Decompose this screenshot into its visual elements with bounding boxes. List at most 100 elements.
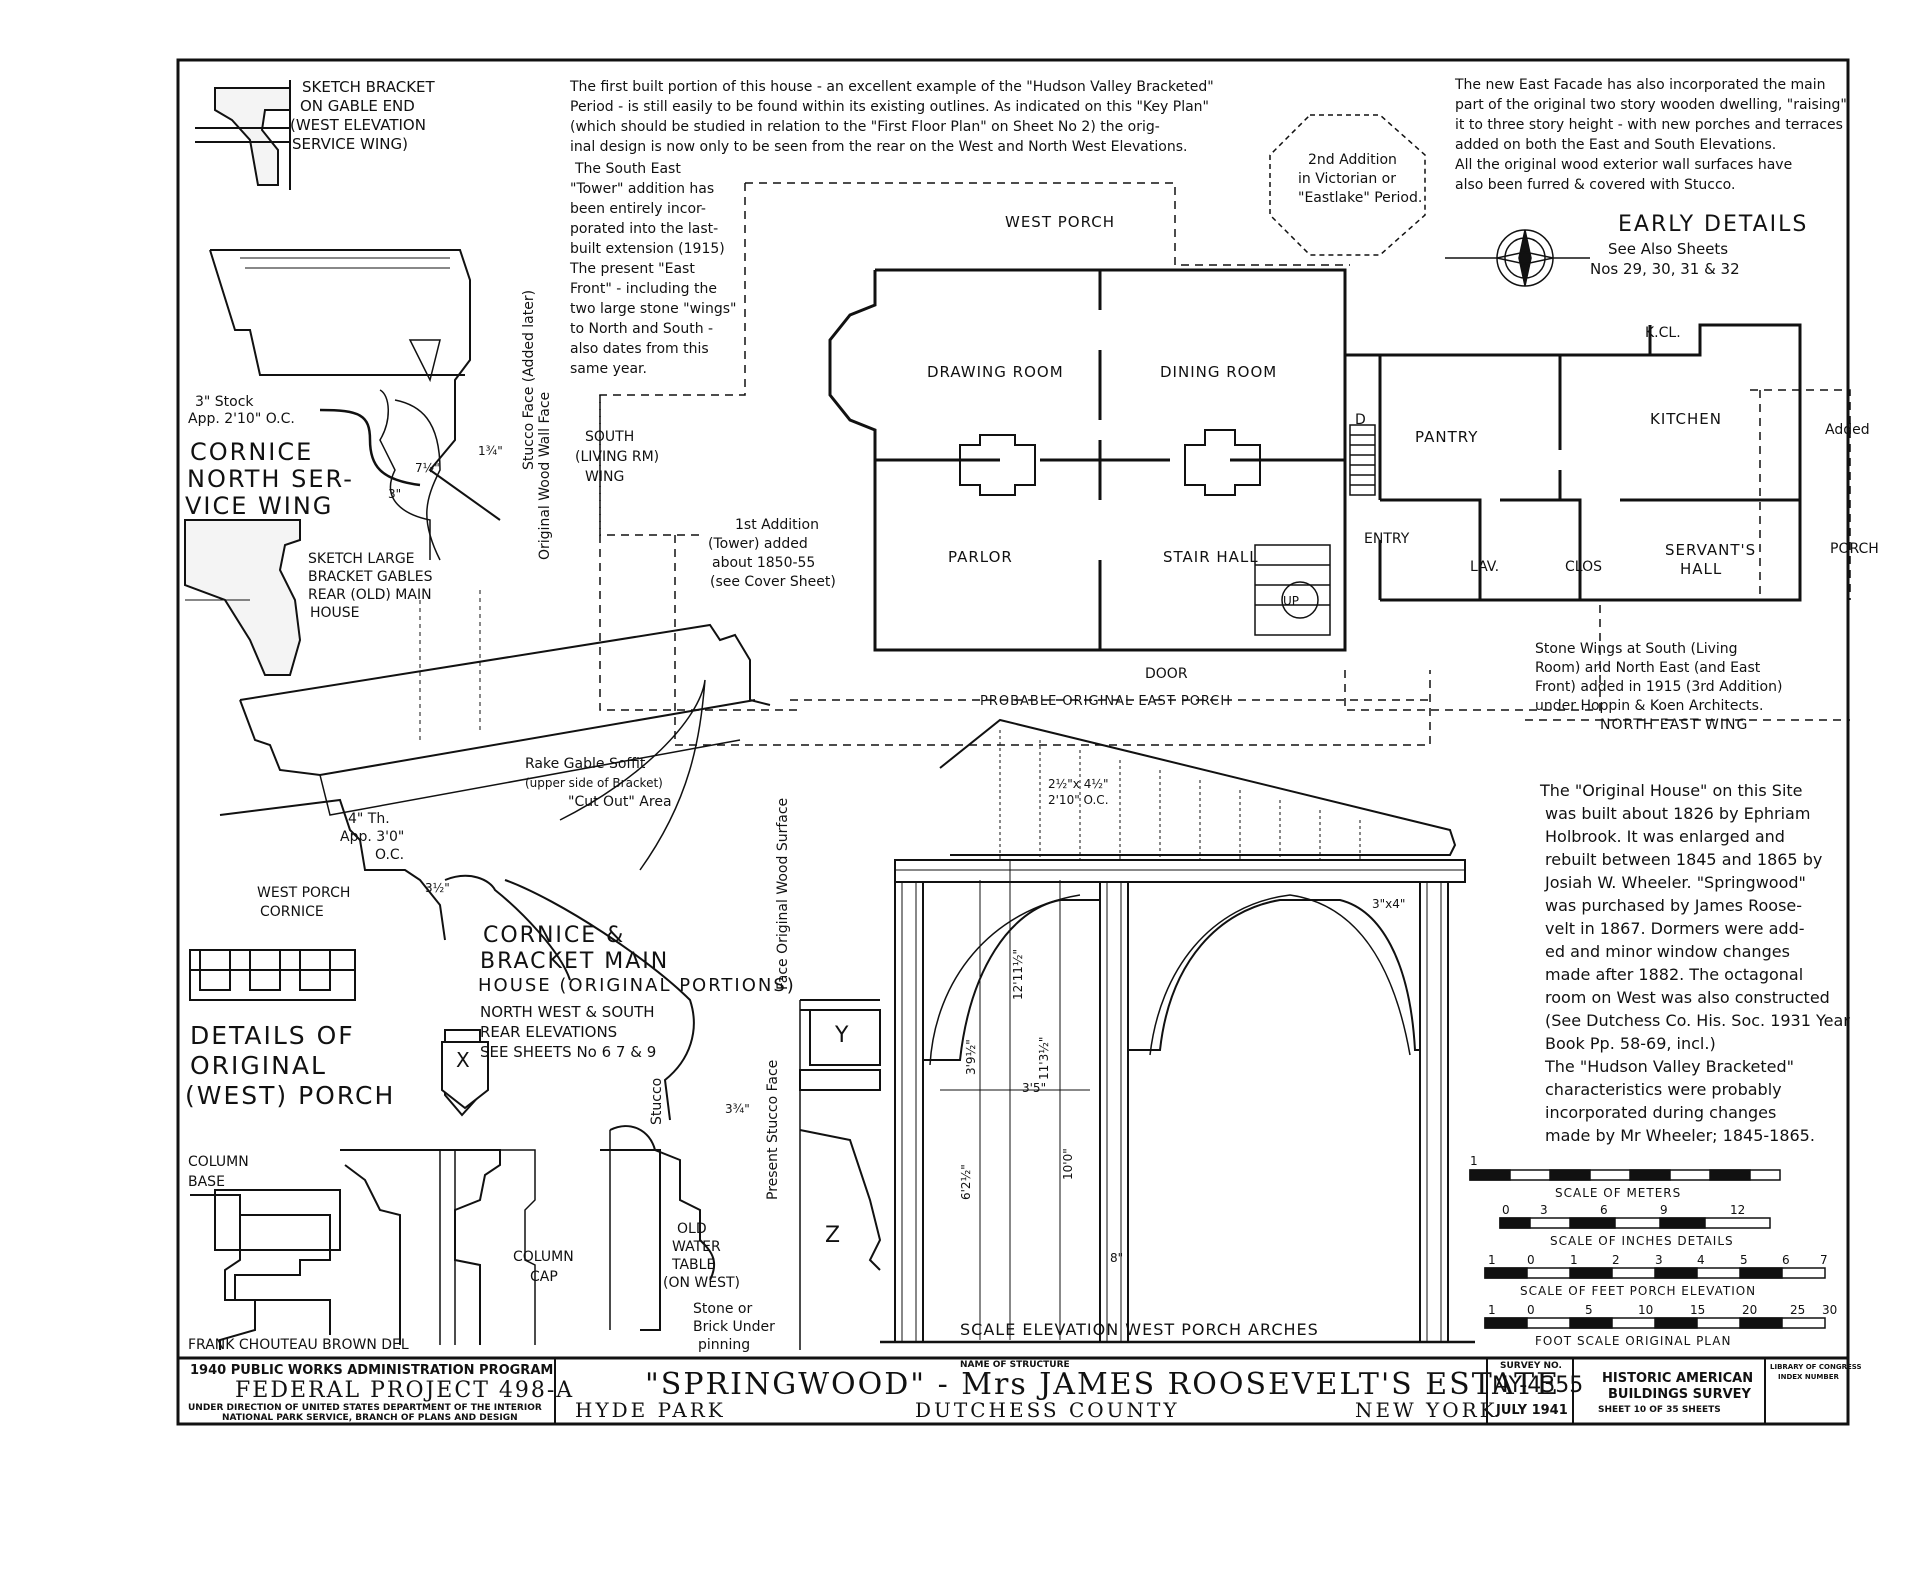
plan-drawing-room: DRAWING ROOM: [927, 363, 1064, 381]
original-house-4: rebuilt between 1845 and 1865 by: [1545, 850, 1823, 869]
details-porch-title-2: ORIGINAL: [190, 1051, 327, 1080]
original-house-10: room on West was also constructed: [1545, 988, 1830, 1007]
original-house-13: The "Hudson Valley Bracketed": [1545, 1057, 1795, 1076]
original-house-15: incorporated during changes: [1545, 1103, 1777, 1122]
original-house-16: made by Mr Wheeler; 1845-1865.: [1545, 1126, 1815, 1145]
sheet-border: [176, 58, 1850, 1426]
sketch-large-label-3: REAR (OLD) MAIN: [308, 587, 432, 603]
tb-habs-1: HISTORIC AMERICAN: [1602, 1371, 1754, 1386]
dim-1-3-4: 1¾": [478, 444, 503, 458]
elev-dim-3-5: 3'5": [1022, 1081, 1047, 1095]
stucco-vertical: Stucco: [649, 1077, 665, 1125]
stock-note-1: 3" Stock: [195, 394, 254, 410]
plan-dashed-outlines: [599, 182, 1851, 746]
east-facade-5: All the original wood exterior wall surf…: [1455, 157, 1793, 173]
rake-gable-2: (upper side of Bracket): [525, 776, 663, 790]
scale-in-t3: 3: [1655, 1253, 1663, 1267]
tb-sheet: SHEET 10 OF 35 SHEETS: [1598, 1405, 1721, 1415]
elev-dim-6-2: 6'2½": [959, 1164, 973, 1200]
second-addition-1: 2nd Addition: [1308, 152, 1397, 168]
west-porch-cornice-2: CORNICE: [260, 904, 324, 920]
thick-note-3: O.C.: [375, 847, 405, 863]
original-house-12: Book Pp. 58-69, incl.): [1545, 1034, 1716, 1053]
original-house-14: characteristics were probably: [1545, 1080, 1782, 1099]
early-details-line-2: Nos 29, 30, 31 & 32: [1590, 260, 1740, 278]
elev-dim-12-11: 12'11½": [1011, 949, 1025, 1000]
dim-3-1-2: 3½": [425, 881, 450, 895]
scale-inches-label: SCALE OF INCHES DETAILS: [1550, 1234, 1734, 1248]
cornice-bracket-title-3: HOUSE (ORIGINAL PORTIONS): [478, 975, 796, 996]
original-house-1: The "Original House" on this Site: [1540, 781, 1803, 800]
plan-south-wing-3: WING: [585, 469, 625, 485]
scale-ft-t10: 10: [1638, 1303, 1654, 1317]
scale-meters-t9: 9: [1660, 1203, 1668, 1217]
water-table-4: (ON WEST): [663, 1275, 740, 1291]
stone-underpinning-2: Brick Under: [693, 1319, 775, 1335]
east-facade-4: added on both the East and South Elevati…: [1455, 137, 1777, 153]
plan-kcl: K.CL.: [1645, 325, 1681, 341]
plan-east-porch: PROBABLE ORIGINAL EAST PORCH: [980, 694, 1232, 709]
cornice-bracket-title-2: BRACKET MAIN: [480, 949, 670, 974]
sketch-bracket-label-3: (WEST ELEVATION: [290, 116, 426, 134]
intro-line-1: The first built portion of this house - …: [570, 79, 1214, 95]
plan-dining-room: DINING ROOM: [1160, 363, 1278, 381]
tb-date: JULY 1941: [1496, 1403, 1568, 1418]
tb-habs-2: BUILDINGS SURVEY: [1608, 1387, 1751, 1402]
octagon-second-addition: [1269, 114, 1426, 256]
column-cap-profile: [340, 1029, 536, 1345]
scale-in-t7: 7: [1820, 1253, 1828, 1267]
tower-note-11: same year.: [570, 361, 647, 377]
dentil-cornice: [189, 949, 356, 1001]
marker-z: Z: [825, 1223, 843, 1248]
marker-x-outline: [441, 1041, 489, 1110]
elev-dim-8: 8": [1110, 1251, 1124, 1265]
first-addition-4: (see Cover Sheet): [710, 574, 836, 590]
plan-south-wing-2: (LIVING RM): [575, 449, 660, 465]
cornice-bracket-title-6: SEE SHEETS No 6 7 & 9: [480, 1043, 657, 1061]
tower-note-2: "Tower" addition has: [570, 181, 715, 197]
sketch-bracket-gable: [195, 80, 291, 190]
rake-gable-3: "Cut Out" Area: [568, 794, 672, 810]
original-house-11: (See Dutchess Co. His. Soc. 1931 Year: [1545, 1011, 1850, 1030]
east-facade-6: also been furred & covered with Stucco.: [1455, 177, 1736, 193]
intro-line-3: (which should be studied in relation to …: [570, 119, 1160, 135]
plan-porch: PORCH: [1830, 541, 1879, 557]
scale-ft-t25: 25: [1790, 1303, 1806, 1317]
scale-meters-tick-1: 1: [1470, 1154, 1478, 1168]
original-house-3: Holbrook. It was enlarged and: [1545, 827, 1785, 846]
dim-3-3-4: 3¾": [725, 1102, 750, 1116]
scale-ft-t30: 30: [1822, 1303, 1838, 1317]
plan-door: DOOR: [1145, 666, 1188, 682]
second-addition-3: "Eastlake" Period.: [1298, 190, 1423, 206]
plan-entry: ENTRY: [1364, 531, 1410, 547]
plan-west-porch: WEST PORCH: [1005, 213, 1116, 231]
gable-cornice-sketch: [239, 590, 771, 816]
sketch-bracket-label-2: ON GABLE END: [300, 97, 415, 115]
elev-dim-3x4: 3"x4": [1372, 897, 1406, 911]
early-details-line-1: See Also Sheets: [1608, 240, 1729, 258]
elev-dim-rafter: 2½"x 4½": [1048, 777, 1109, 791]
sketch-large-label-4: HOUSE: [310, 605, 360, 621]
marker-y: Y: [835, 1023, 851, 1048]
face-original-wood-vertical: Face Original Wood Surface: [775, 797, 791, 990]
scale-meters-t6: 6: [1600, 1203, 1608, 1217]
elev-dim-3-9: 3'9½": [964, 1039, 978, 1075]
scale-in-t4: 4: [1697, 1253, 1705, 1267]
plan-d: D: [1355, 412, 1366, 428]
present-stucco-vertical: Present Stucco Face: [765, 1059, 781, 1200]
column-cap-2: CAP: [530, 1269, 558, 1285]
compass-rose-icon: [1445, 229, 1590, 287]
scale-meters-t12: 12: [1730, 1203, 1746, 1217]
scale-in-t2: 2: [1612, 1253, 1620, 1267]
west-porch-cornice-profile: [219, 679, 706, 1121]
first-addition-3: about 1850-55: [712, 555, 816, 571]
east-facade-2: part of the original two story wooden dw…: [1455, 97, 1847, 113]
water-table-2: WATER: [672, 1239, 721, 1255]
tower-note-7: Front" - including the: [570, 281, 717, 297]
tb-county: DUTCHESS COUNTY: [915, 1398, 1180, 1422]
stone-wings-2: Room) and North East (and East: [1535, 660, 1761, 676]
plan-kitchen: KITCHEN: [1650, 410, 1722, 428]
cornice-north-title-2: NORTH SER-: [187, 465, 354, 493]
tower-note-6: The present "East: [570, 261, 695, 277]
